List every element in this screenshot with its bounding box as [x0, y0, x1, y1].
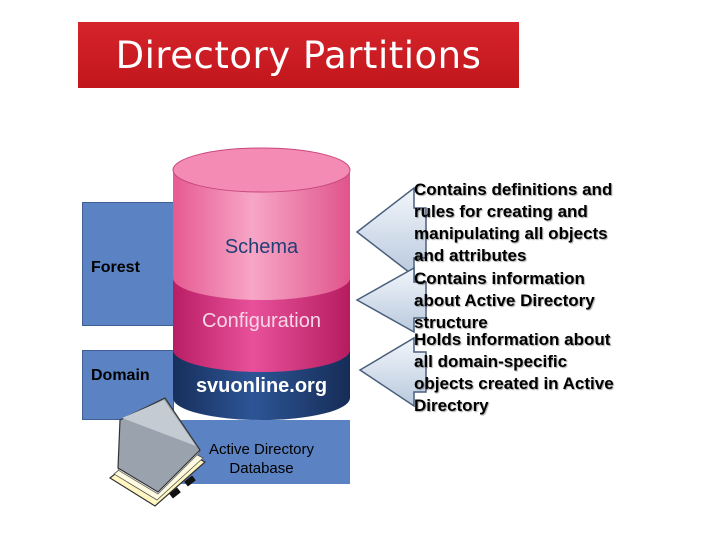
domain-description: Holds information about all domain-speci… [414, 329, 674, 417]
domain-description-line: Holds information about [414, 330, 611, 349]
cylinder-top [172, 147, 351, 193]
database-label: Active Directory Database [173, 440, 350, 478]
title-banner: Directory Partitions [78, 22, 519, 88]
configuration-label: Configuration [202, 310, 321, 332]
configuration-description-line: Contains information [414, 269, 585, 288]
domain-description-line: objects created in Active [414, 374, 614, 393]
arrow-callout-icon [358, 336, 427, 408]
schema-description: Contains definitions and rules for creat… [414, 179, 674, 267]
domain-description-line: Directory [414, 396, 489, 415]
schema-label: Schema [224, 236, 299, 258]
schema-description-line: Contains definitions and [414, 180, 613, 199]
schema-description-line: manipulating all objects [414, 224, 608, 243]
domain-partition-label: svuonline.org [195, 375, 328, 397]
configuration-segment [173, 278, 350, 373]
schema-description-line: rules for creating and [414, 202, 588, 221]
page-title: Directory Partitions [115, 33, 482, 77]
configuration-description-line: structure [414, 313, 488, 332]
arrow-callout-icon [355, 266, 427, 334]
schema-segment [173, 170, 350, 300]
configuration-description: Contains information about Active Direct… [414, 268, 674, 334]
database-block [173, 420, 350, 484]
forest-label: Forest [91, 259, 140, 276]
database-label-line2: Database [229, 460, 294, 477]
domain-label: Domain [91, 367, 150, 384]
forest-box: Forest [82, 202, 174, 326]
domain-description-line: all domain-specific [414, 352, 568, 371]
schema-description-line: and attributes [414, 246, 527, 265]
database-label-line1: Active Directory [208, 441, 315, 458]
configuration-description-line: about Active Directory [414, 291, 595, 310]
database-book-icon [108, 397, 207, 507]
